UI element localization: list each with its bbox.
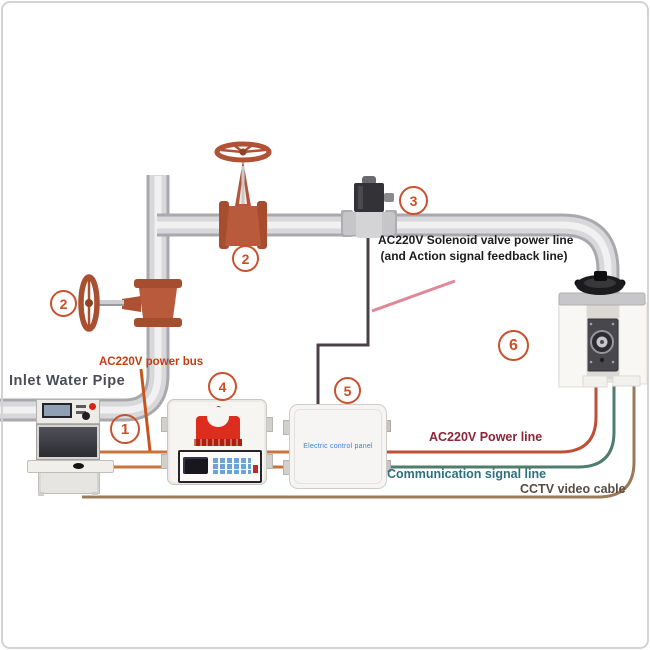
console-monitor [36, 424, 100, 460]
keypad-buttons [213, 457, 251, 474]
solenoid-label-line1: AC220V Solenoid valve power line [378, 233, 574, 247]
alarm-siren [194, 407, 242, 446]
keypad-panel [178, 450, 262, 483]
marker-2-left: 2 [50, 290, 77, 317]
console-indicator-light [89, 403, 96, 410]
control-panel-body: Electric control panel [289, 404, 387, 489]
inlet-pipe-run [0, 175, 170, 422]
marker-6: 6 [498, 330, 529, 361]
cctv-cable-label: CCTV video cable [520, 482, 626, 496]
ac-power-line [380, 382, 598, 454]
electric-control-panel-box: Electric control panel [283, 404, 391, 489]
alarm-control-box [161, 399, 273, 485]
top-pipe-run [157, 213, 620, 293]
siren-notch [207, 407, 229, 427]
solenoid-label-leader [371, 279, 456, 313]
marker-3: 3 [399, 186, 428, 215]
monitoring-console [27, 396, 114, 496]
ac-power-line-label: AC220V Power line [429, 430, 543, 444]
gate-valve-top [214, 141, 272, 249]
keypad-red-button [253, 465, 258, 473]
console-control-panel [36, 399, 100, 424]
console-button [76, 411, 86, 414]
cctv-video-cable [82, 380, 636, 499]
communication-signal-line [380, 382, 616, 469]
mouse [73, 463, 84, 469]
console-knob [82, 412, 90, 420]
console-foot [92, 492, 98, 496]
power-bus-label: AC220V power bus [99, 356, 204, 368]
solenoid-label-line2: (and Action signal feedback line) [380, 248, 568, 263]
inlet-water-pipe-label: Inlet Water Pipe [9, 373, 126, 389]
siren-base [194, 439, 242, 446]
keypad-display [183, 457, 208, 474]
console-foot [38, 492, 44, 496]
electric-control-panel-label: Electric control panel [303, 443, 373, 450]
marker-2-top: 2 [232, 245, 259, 272]
marker-4: 4 [208, 372, 237, 401]
enclosure-handwheel [574, 271, 626, 295]
monitor-screen [39, 427, 97, 457]
communication-line-label: Communication signal line [387, 467, 547, 481]
alarm-box-body [167, 399, 267, 485]
marker-5: 5 [334, 377, 361, 404]
console-small-display [42, 403, 72, 418]
solenoid-power-line-label: AC220V Solenoid valve power line (and Ac… [378, 233, 574, 264]
console-button [76, 405, 86, 408]
camera-enclosure [558, 271, 648, 388]
power-bus-leader [139, 368, 152, 452]
gate-valve-left [78, 274, 182, 332]
solenoid-power-wire [316, 237, 370, 406]
marker-1: 1 [110, 414, 140, 444]
solenoid-valve [341, 176, 397, 238]
console-cabinet [38, 472, 100, 494]
